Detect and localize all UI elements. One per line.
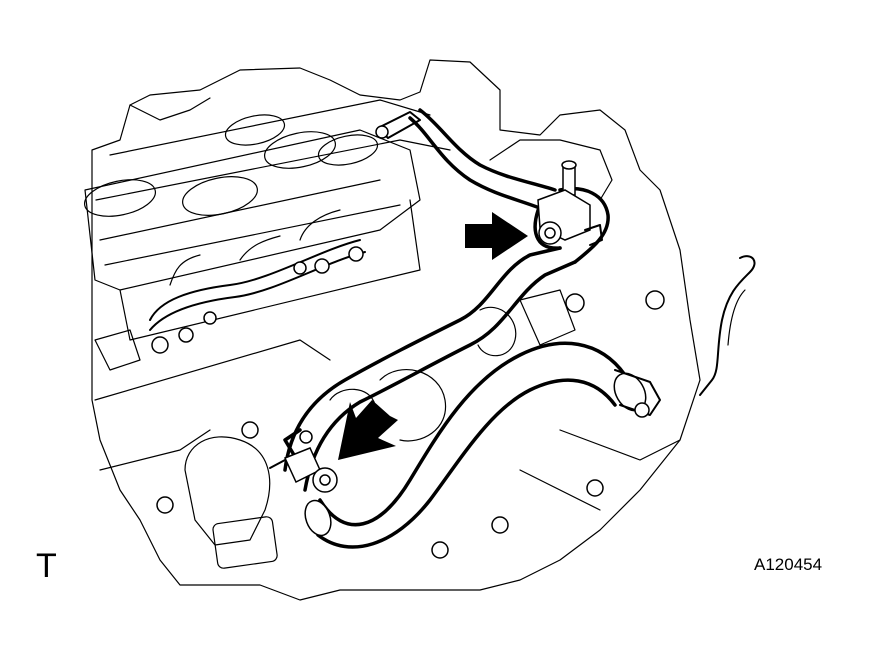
lower-block bbox=[94, 289, 681, 569]
corner-letter: T bbox=[36, 547, 57, 585]
fuel-pump-union bbox=[489, 139, 613, 246]
right-bracket bbox=[699, 255, 756, 396]
arrow-down-left-icon bbox=[338, 400, 398, 460]
lower-hose bbox=[304, 341, 661, 549]
fuel-injector-lines bbox=[94, 209, 366, 371]
arrow-right-icon bbox=[465, 212, 528, 260]
lower-union bbox=[269, 430, 338, 493]
upper-hose bbox=[375, 108, 557, 212]
figure-code: A120454 bbox=[754, 555, 823, 574]
fuel-pipe-assembly bbox=[283, 187, 610, 492]
intake-manifold bbox=[84, 114, 421, 341]
